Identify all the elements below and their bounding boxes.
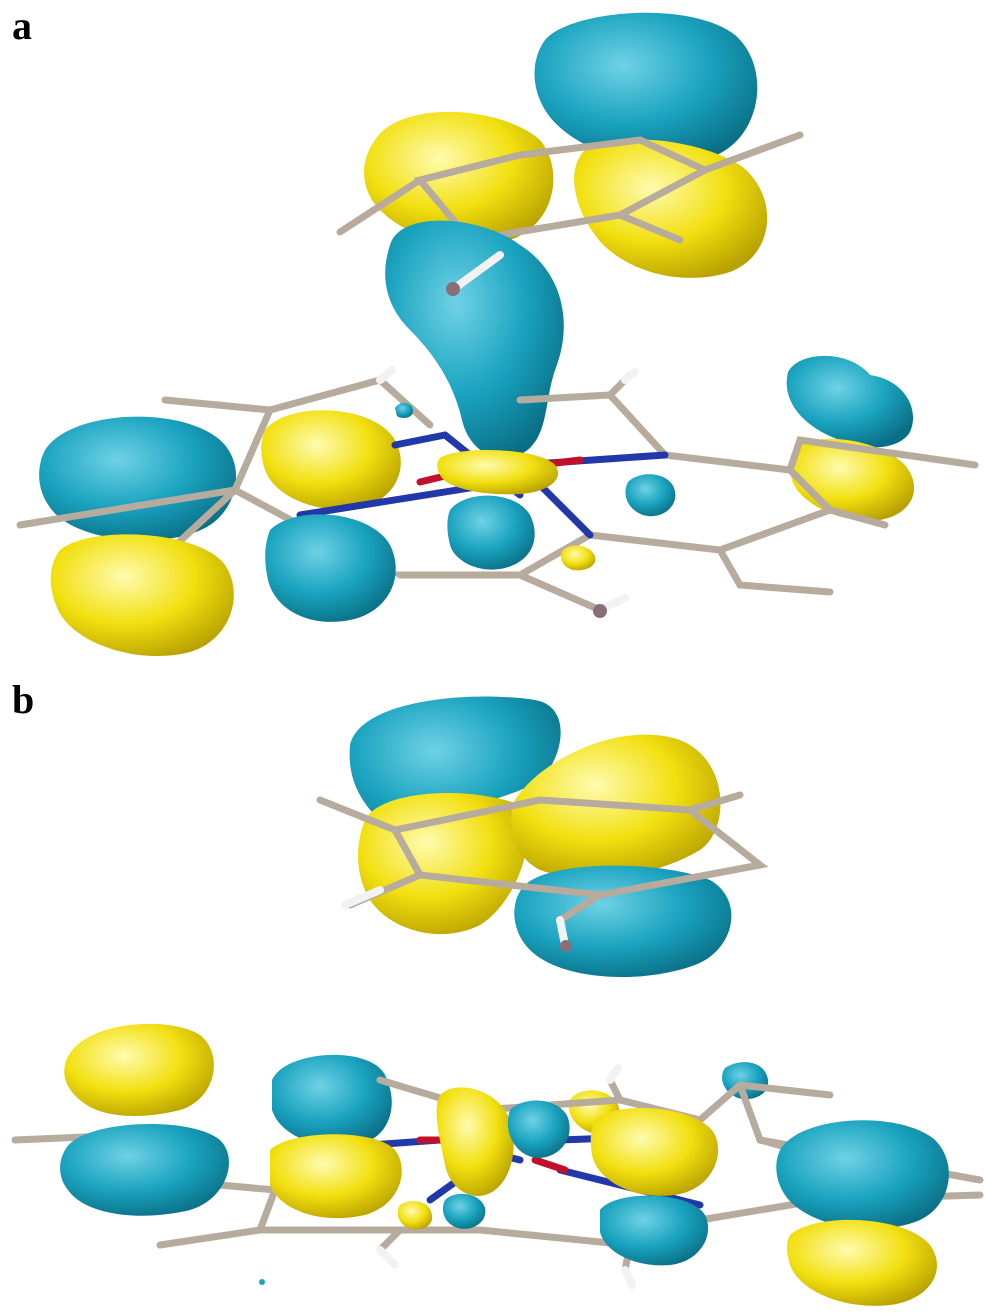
lobe-yellow [574,139,768,278]
lobe-yellow [590,1108,719,1196]
lobe-yellow [261,410,401,510]
panel-label-a: a [12,3,32,48]
lobe-yellow [270,1134,402,1219]
lobe-blue [534,12,758,164]
hydrogen-bonds [451,251,504,292]
lobe-blue [447,495,535,570]
benzene-bonds [316,791,769,924]
hydrogen-atom [560,940,572,952]
lobe-blue [395,402,414,418]
lobe-blue [507,1100,570,1158]
lobe-blue [600,1195,709,1266]
panel-a-molecule [16,12,979,656]
lobe-yellow [787,1219,937,1306]
lobe-yellow [397,1201,433,1230]
lobe-blue [39,416,237,541]
lobe-blue [60,1123,229,1216]
lobe-blue [514,865,732,977]
lobe-yellow [364,111,554,246]
lobe-yellow [64,1023,214,1116]
panel-b-molecule [11,696,984,1306]
lobe-blue [259,1279,265,1285]
lobe-blue [625,474,676,517]
lobe-yellow [437,449,559,495]
lobe-blue [442,1193,486,1229]
lobe-blue [272,1054,392,1146]
lobe-blue [786,355,914,448]
lobe-blue [385,220,564,459]
lobe-blue [776,1120,949,1229]
panel-label-b: b [12,677,35,722]
lobe-yellow [436,1087,514,1196]
lobe-blue [265,514,396,622]
lobe-yellow [560,545,596,571]
lobe-yellow [358,793,528,935]
lobe-yellow [50,534,234,656]
